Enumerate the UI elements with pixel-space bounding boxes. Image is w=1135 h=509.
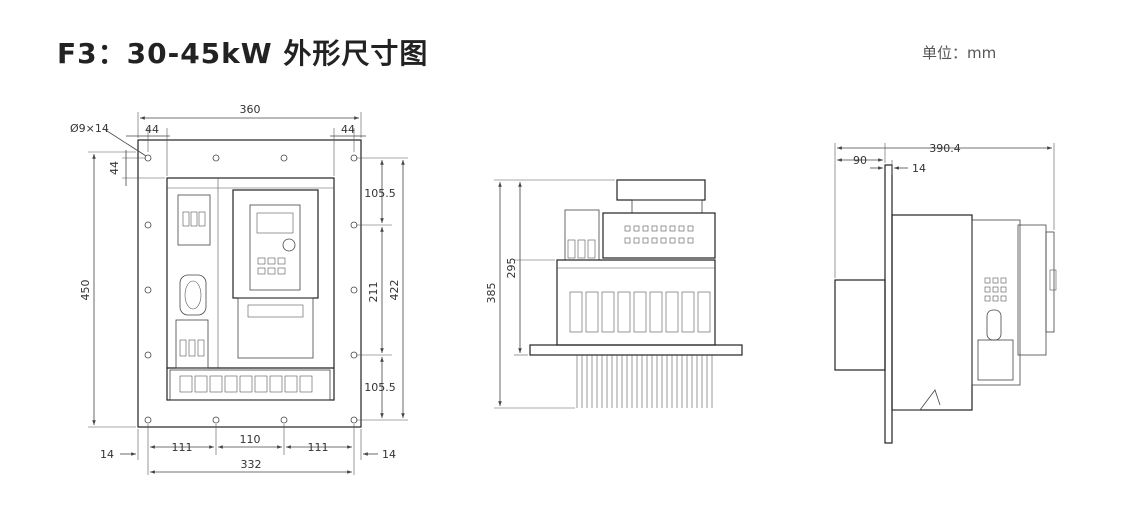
unit-label: 单位：mm bbox=[922, 44, 997, 62]
inverter-unit bbox=[232, 189, 319, 299]
dim-left-offset: 44 bbox=[108, 161, 121, 175]
dim-bottom-left-margin: 14 bbox=[100, 448, 114, 461]
dim-bottom-right-margin: 14 bbox=[382, 448, 396, 461]
dim-top-right-offset: 44 bbox=[341, 123, 355, 136]
dim-bottom-total: 332 bbox=[241, 458, 262, 471]
middle-view: 385 295 bbox=[485, 179, 743, 409]
dim-top-left-offset: 44 bbox=[145, 123, 159, 136]
dim-side-flange-thickness: 14 bbox=[912, 162, 926, 175]
dim-side-total-depth: 390.4 bbox=[929, 142, 961, 155]
mounting-holes bbox=[144, 154, 358, 424]
front-view: 360 44 44 Ø9×14 44 450 105.5 211 bbox=[70, 103, 408, 475]
side-flange bbox=[884, 164, 893, 444]
keypad-panel bbox=[249, 204, 301, 291]
dim-top-width: 360 bbox=[240, 103, 261, 116]
hole-label: Ø9×14 bbox=[70, 122, 109, 135]
side-body bbox=[891, 214, 973, 411]
dim-right-total: 422 bbox=[388, 280, 401, 301]
terminal-strip bbox=[169, 369, 331, 401]
dim-bottom-span-3: 111 bbox=[308, 441, 329, 454]
dim-side-front-depth: 90 bbox=[853, 154, 867, 167]
dim-right-bottom-spacing: 105.5 bbox=[364, 381, 396, 394]
page-title: F3：30-45kW 外形尺寸图 bbox=[57, 37, 429, 70]
dim-bottom-span-1: 111 bbox=[172, 441, 193, 454]
dim-middle-inner-height: 295 bbox=[505, 258, 518, 279]
middle-base-plate bbox=[529, 344, 743, 356]
breaker-bottom bbox=[175, 319, 209, 369]
front-chassis bbox=[166, 177, 335, 401]
dim-right-middle-spacing: 211 bbox=[367, 282, 380, 303]
dim-right-top-spacing: 105.5 bbox=[364, 187, 396, 200]
side-view: 390.4 90 14 bbox=[834, 142, 1057, 444]
contactor-top bbox=[177, 194, 211, 246]
side-heatsink bbox=[834, 279, 886, 371]
dim-bottom-span-2: 110 bbox=[240, 433, 261, 446]
heatsink-fins bbox=[576, 355, 713, 408]
side-components bbox=[971, 219, 1021, 386]
dim-middle-total-height: 385 bbox=[485, 283, 498, 304]
front-mounting-plate bbox=[137, 139, 362, 428]
dim-total-height: 450 bbox=[79, 280, 92, 301]
